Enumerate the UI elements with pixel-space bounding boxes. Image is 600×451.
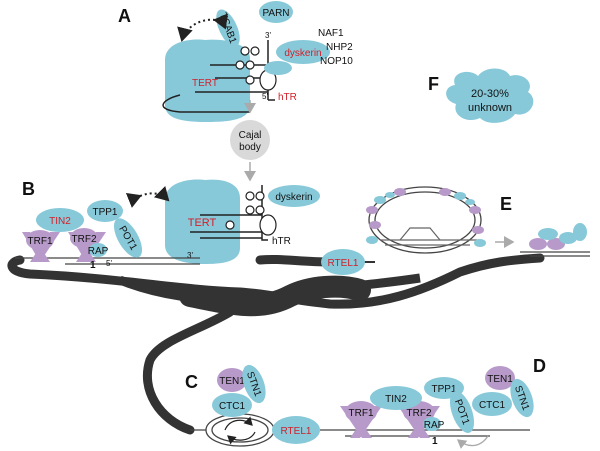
rtel1-protein-e [321,249,365,275]
rtel1-label-e: RTEL1 [328,258,359,269]
nop10-label: NOP10 [320,56,353,67]
htr-label-b: hTR [272,236,291,247]
panel-label-b: B [22,179,35,199]
tin2-label-d: TIN2 [385,394,407,405]
ten1-protein-c [217,368,247,392]
stn1-protein-d [510,378,534,418]
panel-label-d: D [533,356,546,376]
tpp1-protein-b [87,200,123,222]
ctc1-label-d: CTC1 [479,400,506,411]
htr-3prime-a: 3' [265,31,271,40]
ctc1-protein-c [212,393,252,417]
trf2-label-d: TRF2 [407,408,432,419]
panel-d: D TRF1 TRF2 TIN2 TPP1 RAP 1 POT1 TEN1 ST… [320,356,546,449]
num1-label-b: 1 [90,260,96,271]
trf1-label-d: TRF1 [349,408,374,419]
cajal-label-2: body [239,142,261,153]
panel-label-f: F [428,74,439,94]
stn1-protein-c [242,364,266,404]
tert-protein-a [165,39,250,122]
nhp2-label: NHP2 [326,42,353,53]
rtel1-protein-c [272,416,320,444]
parn-protein [259,1,293,23]
dna-5prime-b: 5' [106,259,112,268]
pot1-protein-b [114,218,142,258]
dyskerin-protein-b [268,185,320,207]
parn-label: PARN [262,8,289,19]
dotted-arrow-a [177,13,228,42]
unknown-label: unknown [468,102,512,114]
unknown-percent: 20-30% [471,88,509,100]
ctc1-label-c: CTC1 [219,401,246,412]
trf2-label-b: TRF2 [72,234,97,245]
panel-label-e: E [500,194,512,214]
panel-label-a: A [118,6,131,26]
ten1-protein-d [485,366,515,390]
panel-e: E RTEL1 [321,186,590,275]
dna-3prime-b: 3' [187,251,193,260]
tpp1-label-d: TPP1 [431,384,456,395]
panel-f: F 20-30% unknown [428,68,534,123]
tin2-protein-d [370,386,422,410]
pot1-protein-d [449,391,475,433]
dyskerin-protein-a [276,40,330,64]
tin2-protein-b [36,208,84,232]
tin2-label-b: TIN2 [49,216,71,227]
num1-label-d: 1 [432,436,438,447]
ten1-label-c: TEN1 [219,376,245,387]
unknown-cloud [446,68,534,123]
ctc1-protein-d [472,392,512,416]
tert-label-a: TERT [192,78,218,89]
ten1-label-d: TEN1 [487,374,513,385]
htr-label-a: hTR [278,92,297,103]
rtel1-label-c: RTEL1 [281,426,312,437]
trf1-label-b: TRF1 [28,236,53,247]
tpp1-label-b: TPP1 [92,207,117,218]
panel-b: B TERT dyskerin hTR 3' TIN2 TPP1 POT1 TR… [15,179,320,271]
rap-label-d: RAP [424,420,445,431]
rap-label-b: RAP [88,246,109,257]
htr-5prime-a: 5' [262,92,268,101]
dyskerin-label-b: dyskerin [275,192,312,203]
tert-protein-b [165,179,240,264]
panel-label-c: C [185,372,198,392]
panel-c: C TEN1 STN1 CTC1 RTEL1 [185,364,320,447]
cajal-label-1: Cajal [239,130,262,141]
naf1-label: NAF1 [318,28,344,39]
panel-a: A TERT TCAB1 PARN 3' dyskerin NAF1 NHP2 … [118,1,353,182]
tert-label-b: TERT [188,217,217,229]
cajal-body [230,120,270,160]
dyskerin-label-a: dyskerin [284,48,321,59]
